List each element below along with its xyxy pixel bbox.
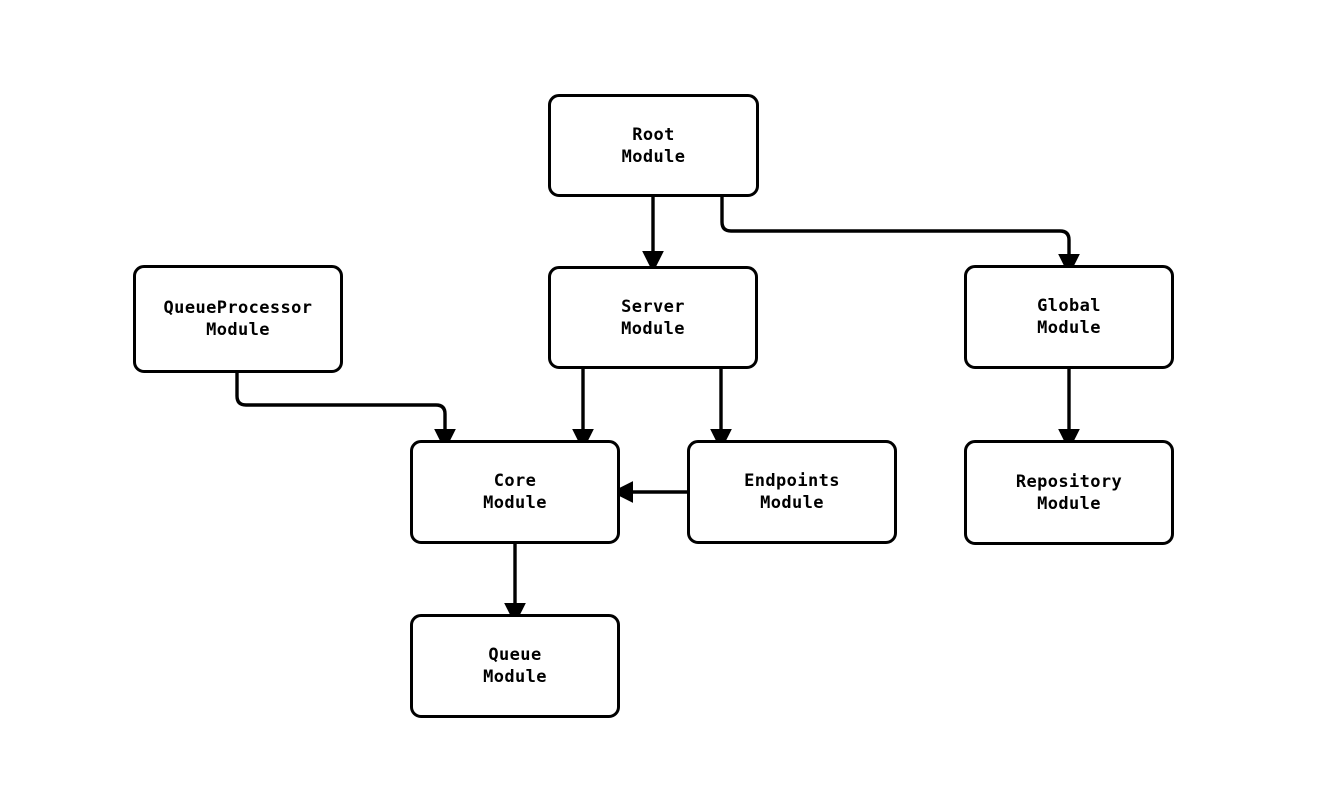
edge-root-global [720, 197, 1080, 276]
node-label-queue: Queue Module [483, 645, 547, 687]
node-queue[interactable]: Queue Module [410, 614, 620, 718]
node-root[interactable]: Root Module [548, 94, 759, 197]
edges-group [235, 197, 1080, 625]
node-core[interactable]: Core Module [410, 440, 620, 544]
node-global[interactable]: Global Module [964, 265, 1174, 369]
node-endpoints[interactable]: Endpoints Module [687, 440, 897, 544]
node-server[interactable]: Server Module [548, 266, 758, 369]
node-queueprocessor[interactable]: QueueProcessor Module [133, 265, 343, 373]
node-label-queueprocessor: QueueProcessor Module [163, 298, 313, 340]
node-label-endpoints: Endpoints Module [744, 471, 840, 513]
node-label-core: Core Module [483, 471, 547, 513]
node-label-server: Server Module [621, 296, 685, 339]
node-label-global: Global Module [1037, 296, 1101, 338]
node-label-root: Root Module [621, 124, 686, 167]
edge-queueprocessor-core [235, 373, 456, 451]
node-label-repository: Repository Module [1015, 471, 1123, 514]
node-repository[interactable]: Repository Module [964, 440, 1174, 545]
